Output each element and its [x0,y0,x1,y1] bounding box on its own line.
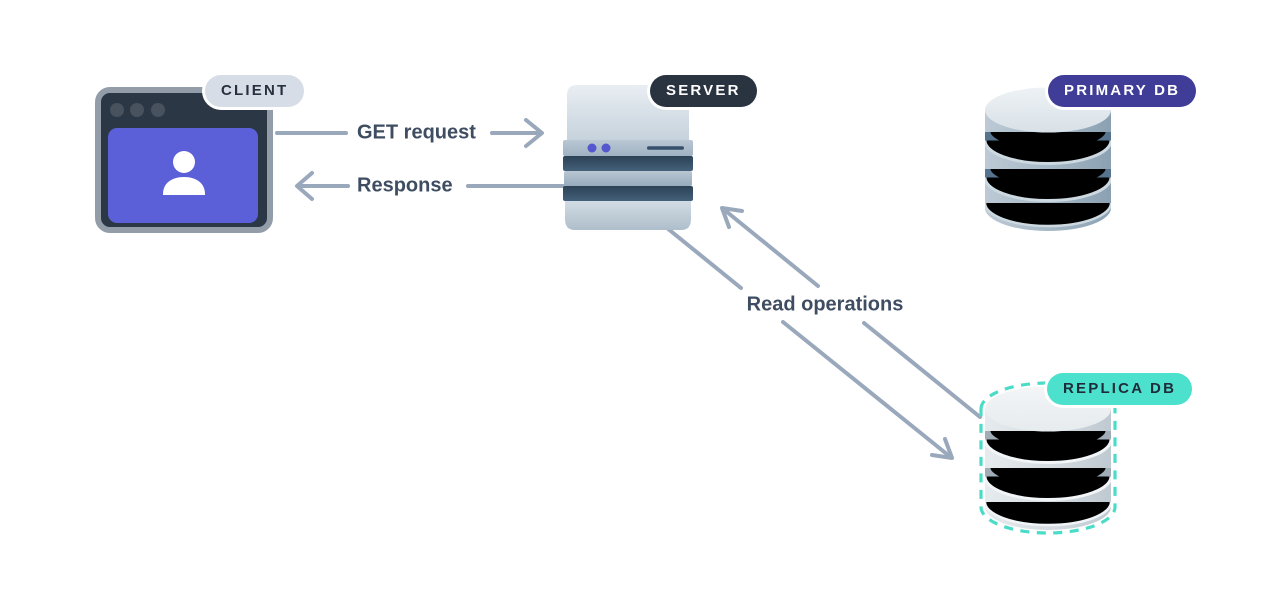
browser-window-dots [110,103,165,117]
server-vent-slot [647,146,684,150]
client-badge: CLIENT [205,75,305,107]
browser-screen [108,128,258,223]
db-disk-grooves [985,131,1111,228]
server-front-band [563,140,693,156]
db-disk-grooves [985,430,1111,527]
primary-db-icon [985,87,1111,231]
replica-highlight-border [979,381,1117,535]
server-led-icon [601,143,611,153]
replica-db-badge: REPLICA DB [1047,373,1193,405]
client-browser-icon [95,87,273,233]
response-label: Response [357,174,453,197]
response-arrow [295,171,565,201]
server-icon [563,85,693,230]
get-request-arrow [275,118,544,148]
primary-db-badge: PRIMARY DB [1048,75,1197,107]
read-operations-label: Read operations [746,293,904,316]
read-operations-arrow-to-replica [665,226,954,460]
read-operations-arrow-to-server [720,206,982,419]
user-icon [163,151,205,195]
get-request-label: GET request [357,121,476,144]
server-led-icon [587,143,597,153]
replica-db-icon [979,381,1117,535]
server-badge: SERVER [650,75,757,107]
